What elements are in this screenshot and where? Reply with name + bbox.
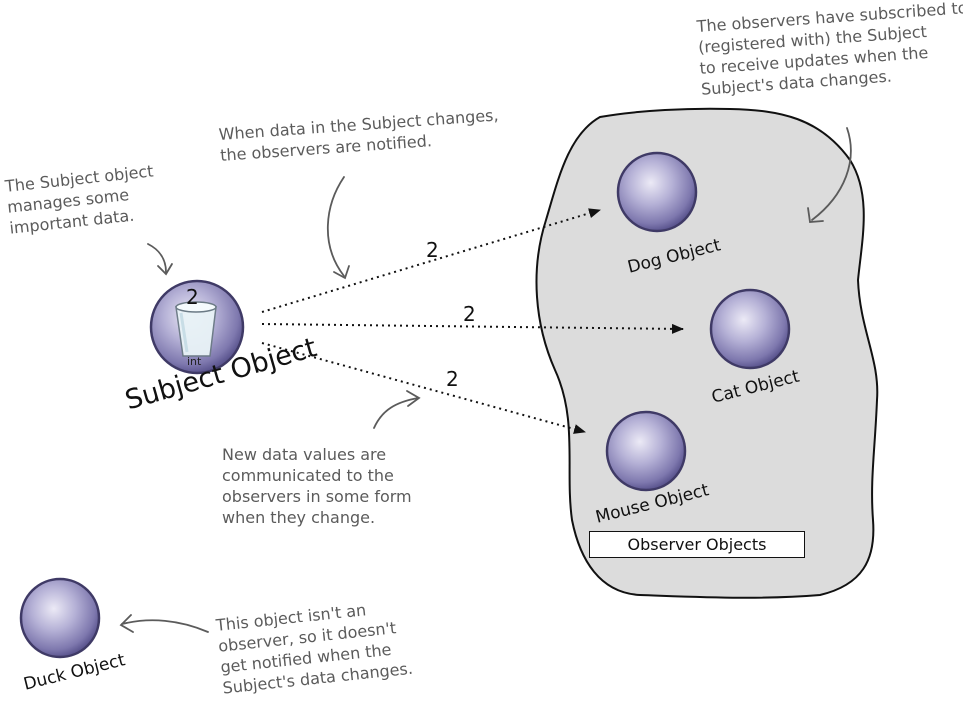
int-glass-icon (175, 301, 217, 357)
observer-region (535, 107, 879, 599)
note-arrow-subject-head (157, 263, 173, 276)
subject-type: int (187, 355, 202, 368)
notify-arrow-dog (261, 208, 601, 313)
dog-sphere[interactable] (616, 151, 698, 233)
note-arrow-changes-head (333, 265, 350, 280)
note-new-values: New data values are communicated to the … (222, 445, 412, 527)
note-arrow-duck (121, 619, 209, 633)
message-value-mouse: 2 (446, 367, 459, 391)
mouse-sphere[interactable] (605, 410, 687, 492)
cat-sphere[interactable] (709, 288, 791, 370)
note-arrow-subject (147, 243, 167, 273)
note-arrow-new-values (373, 397, 419, 429)
duck-sphere[interactable] (19, 577, 101, 659)
note-arrow-subscribed (811, 127, 852, 221)
message-value-cat: 2 (463, 302, 476, 326)
subject-value: 2 (186, 285, 199, 309)
observer-objects-label: Observer Objects (589, 531, 805, 558)
note-arrow-changes (326, 176, 345, 277)
note-arrow-duck-head (119, 614, 134, 633)
note-arrow-subscribed-head (807, 207, 824, 223)
message-value-dog: 2 (426, 238, 439, 262)
notify-arrow-mouse (261, 342, 586, 434)
notify-arrow-cat (261, 323, 684, 334)
note-arrow-new-values-head (406, 390, 421, 407)
